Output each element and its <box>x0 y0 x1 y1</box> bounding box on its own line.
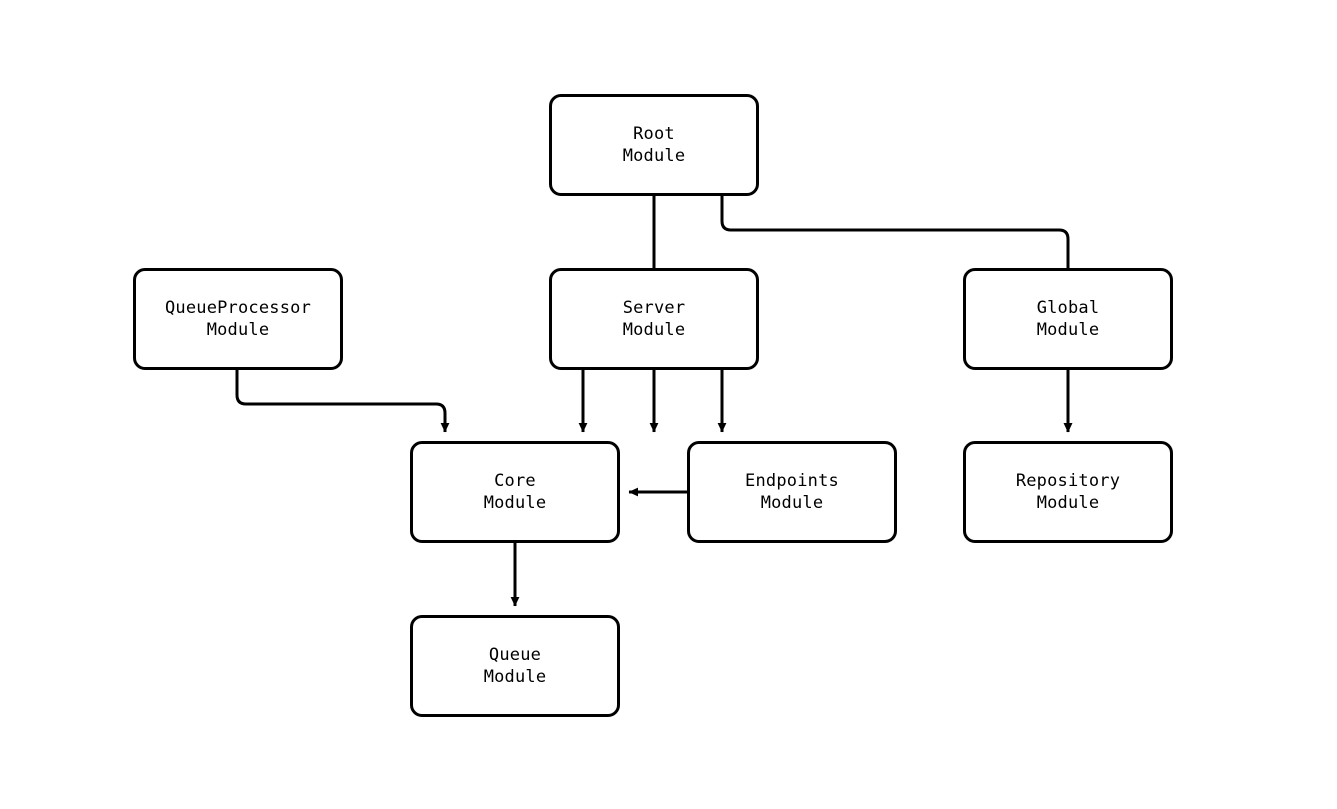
node-server-label: Server Module <box>622 298 686 340</box>
node-endpoints[interactable]: Endpoints Module <box>687 441 897 543</box>
node-queue-label: Queue Module <box>483 645 547 687</box>
node-core[interactable]: Core Module <box>410 441 620 543</box>
node-repository[interactable]: Repository Module <box>963 441 1173 543</box>
node-core-label: Core Module <box>483 471 547 513</box>
node-queue[interactable]: Queue Module <box>410 615 620 717</box>
node-global[interactable]: Global Module <box>963 268 1173 370</box>
edge-queueprocessor-to-core <box>235 370 450 433</box>
node-queueprocessor[interactable]: QueueProcessor Module <box>133 268 343 370</box>
node-root-label: Root Module <box>622 124 686 166</box>
node-repository-label: Repository Module <box>1015 471 1121 513</box>
node-global-label: Global Module <box>1036 298 1100 340</box>
node-server[interactable]: Server Module <box>549 268 759 370</box>
node-queueprocessor-label: QueueProcessor Module <box>164 298 312 340</box>
node-root[interactable]: Root Module <box>549 94 759 196</box>
edge-root-to-global <box>720 196 1073 433</box>
node-endpoints-label: Endpoints Module <box>745 471 839 513</box>
